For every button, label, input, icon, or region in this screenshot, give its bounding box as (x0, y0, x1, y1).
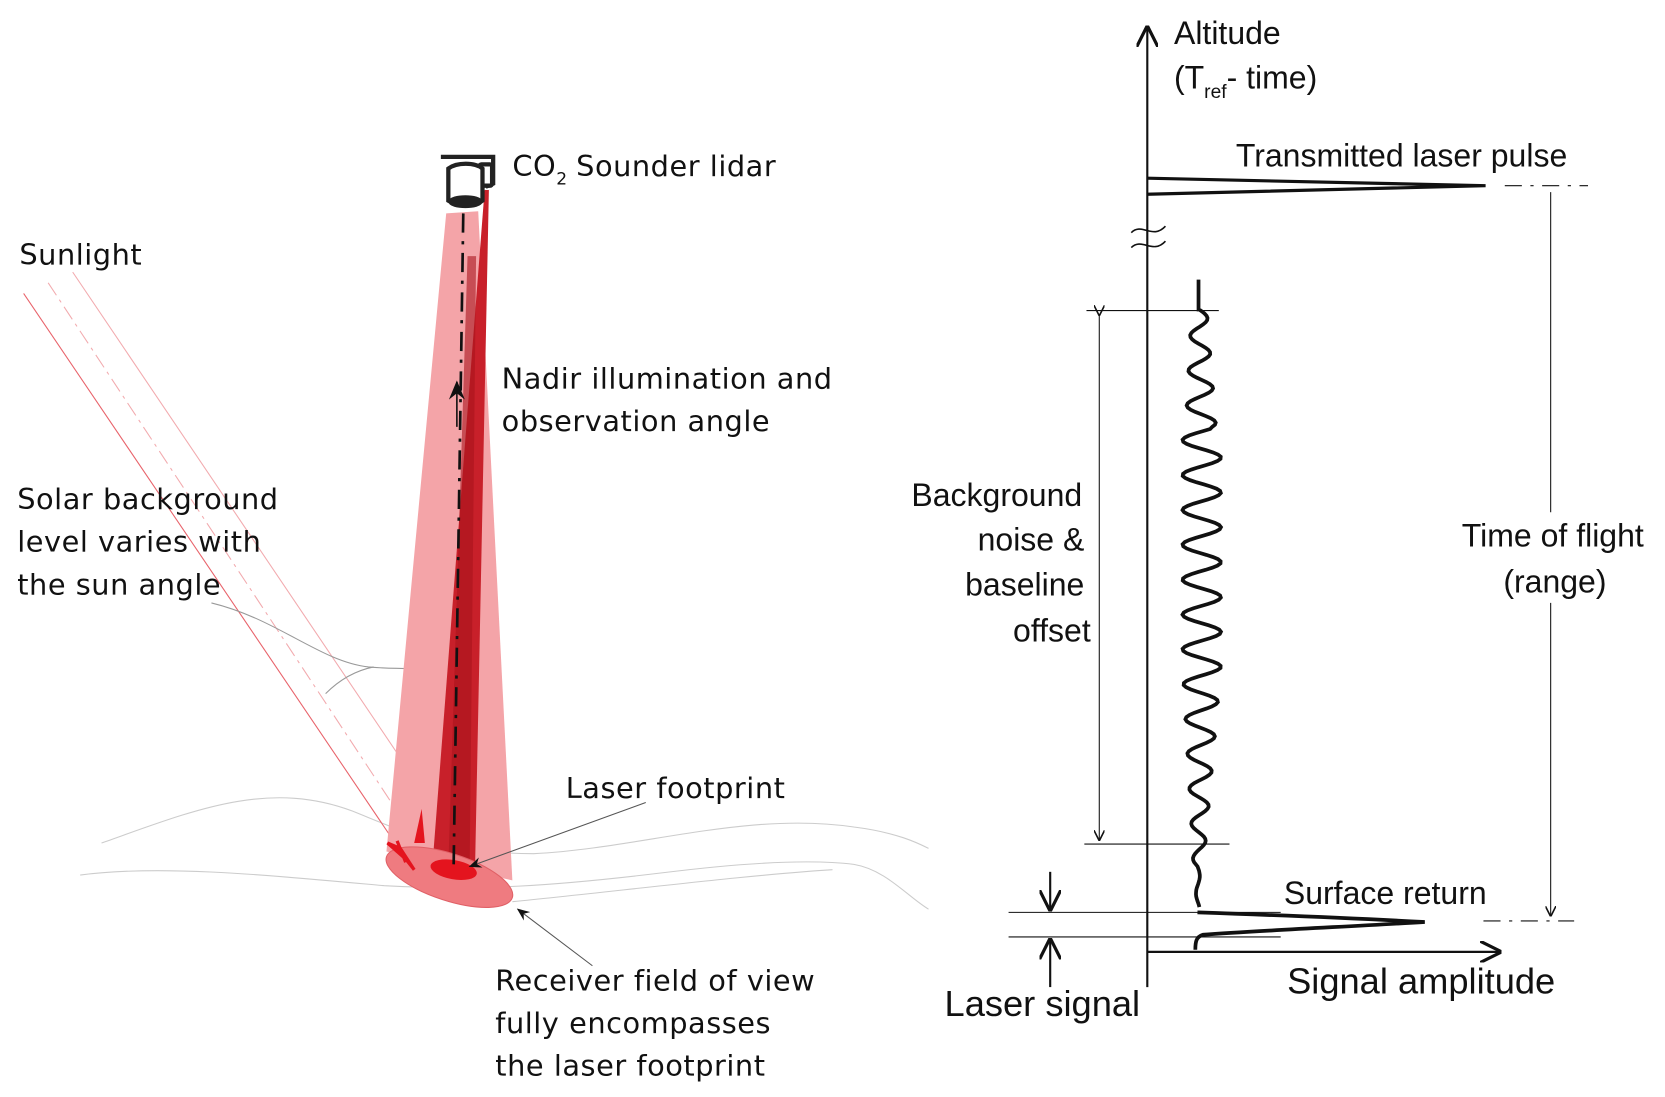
altitude-axis (1130, 28, 1167, 988)
background-label-line3: baseline (965, 566, 1084, 602)
nadir-axis (452, 213, 465, 865)
terrain-lines (80, 797, 929, 910)
background-label-line4: offset (1013, 612, 1091, 648)
solar-label-line3: the sun angle (17, 567, 221, 601)
surface-return-trace (1193, 910, 1425, 950)
receiver-label-line1: Receiver field of view (495, 963, 815, 997)
transmitted-pulse (1147, 176, 1486, 196)
time-of-flight-label-line1: Time of flight (1462, 517, 1644, 553)
background-label-line1: Background (911, 477, 1082, 513)
nadir-label-line1: Nadir illumination and (502, 361, 833, 395)
footprint-label: Laser footprint (566, 771, 786, 805)
signal-amplitude-label: Signal amplitude (1287, 960, 1555, 1001)
time-of-flight-label-line2: (range) (1503, 563, 1606, 599)
solar-label-line2: level varies with (17, 525, 261, 559)
surface-return-label: Surface return (1284, 875, 1487, 911)
background-label-line2: noise & (978, 522, 1085, 558)
laser-signal-label: Laser signal (945, 983, 1141, 1024)
dimension-lines (1008, 192, 1575, 988)
lidar-instrument-icon (440, 154, 496, 209)
receiver-label-line3: the laser footprint (495, 1049, 765, 1083)
transmitted-pulse-label: Transmitted laser pulse (1236, 137, 1567, 173)
altitude-label: Altitude (1174, 15, 1281, 51)
nadir-label-line2: observation angle (502, 404, 770, 438)
background-noise-trace (1180, 279, 1224, 908)
sunlight-label: Sunlight (19, 238, 142, 272)
altitude-units: (Tref- time) (1174, 60, 1317, 104)
laser-footprint (430, 859, 477, 881)
solar-label-line1: Solar background (17, 482, 278, 516)
receiver-label-line2: fully encompasses (495, 1006, 771, 1040)
